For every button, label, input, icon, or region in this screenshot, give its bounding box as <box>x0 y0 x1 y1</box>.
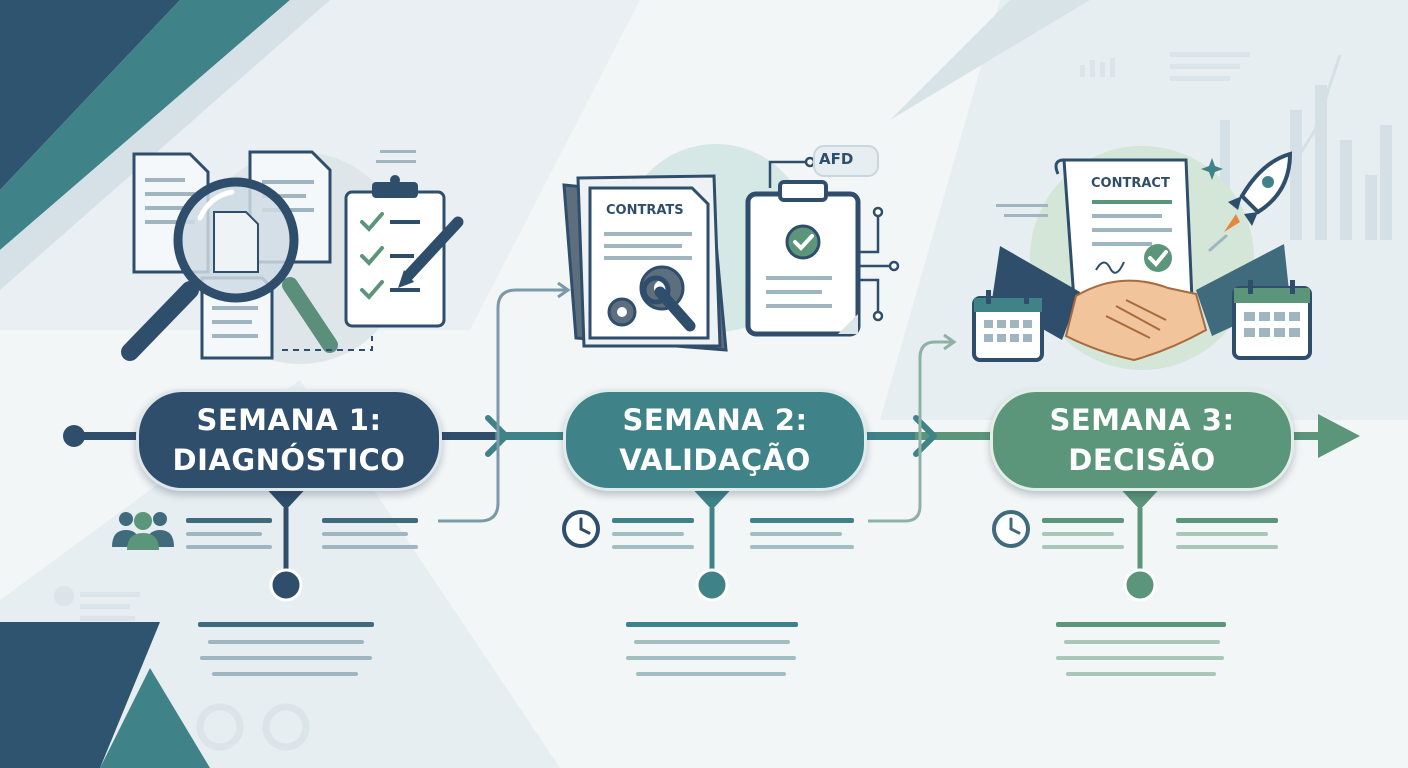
pen-icon <box>398 216 464 288</box>
stage-1-week: SEMANA 1: <box>196 403 382 437</box>
magnifier-icon <box>121 177 338 361</box>
stage-3-label: SEMANA 3: DECISÃO <box>990 389 1294 491</box>
chevron-arrow-icon <box>913 415 937 457</box>
stage2-illustration <box>562 144 900 352</box>
stage-2-title: VALIDAÇÃO <box>619 443 811 477</box>
contract-doc-label: CONTRACT <box>1091 176 1170 191</box>
clipboard-checklist-icon <box>344 175 446 328</box>
arrow-head-icon <box>1318 414 1360 458</box>
stage-1-title: DIAGNÓSTICO <box>172 443 406 477</box>
stage3-illustration <box>972 146 1312 370</box>
chevron-arrow-icon <box>485 415 509 457</box>
rocket-icon <box>1208 151 1293 252</box>
stage-3-week: SEMANA 3: <box>1049 403 1235 437</box>
contrats-doc-label: CONTRATS <box>606 203 684 218</box>
sparkle-icon <box>1201 158 1223 180</box>
stage-2-label: SEMANA 2: VALIDAÇÃO <box>563 389 867 491</box>
calendar-icon <box>1232 280 1312 360</box>
stage-2-week: SEMANA 2: <box>622 403 808 437</box>
calendar-icon <box>972 290 1044 362</box>
team-icon <box>112 512 174 550</box>
stage-3-title: DECISÃO <box>1068 443 1216 477</box>
stage1-illustration <box>121 150 464 364</box>
clock-icon <box>992 510 1030 548</box>
contract-icon <box>1054 158 1194 302</box>
afd-tag-label: AFD <box>819 150 854 168</box>
wrench-icon <box>641 275 696 332</box>
clock-icon <box>562 510 600 548</box>
stage-1-label: SEMANA 1: DIAGNÓSTICO <box>136 389 442 491</box>
clipboard-check-icon <box>745 180 861 337</box>
